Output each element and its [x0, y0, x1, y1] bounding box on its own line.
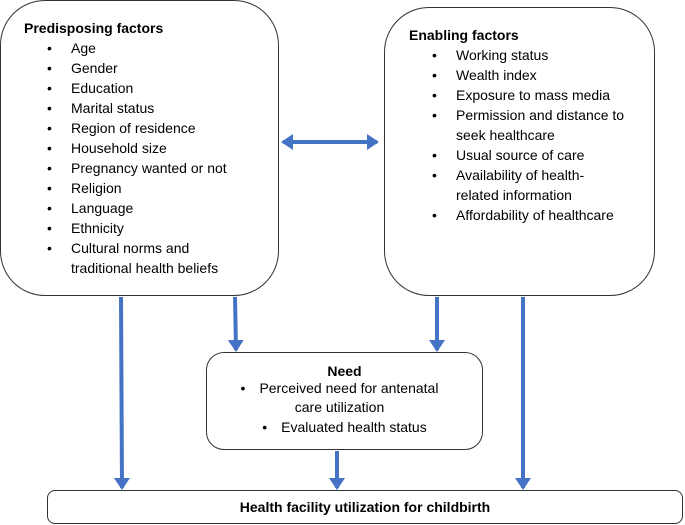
list-item: Gender: [24, 58, 278, 78]
need-title: Need: [327, 363, 362, 379]
outcome-box: Health facility utilization for childbir…: [47, 490, 683, 524]
predisposing-title: Predisposing factors: [24, 20, 164, 36]
arrow-predisposing-to-need: [227, 296, 244, 352]
outcome-title: Health facility utilization for childbir…: [239, 499, 491, 515]
list-item: Evaluated health status: [262, 417, 427, 437]
need-box: Need Perceived need for antenatal care u…: [206, 352, 483, 450]
list-item: Usual source of care: [409, 145, 654, 165]
list-item: Working status: [409, 45, 654, 65]
list-item: Availability of health-related informati…: [409, 165, 606, 205]
list-item: Permission and distance to seek healthca…: [409, 105, 626, 145]
list-item: Language: [24, 198, 278, 218]
arrow-predisposing-to-outcome: [113, 296, 130, 490]
list-item: Region of residence: [24, 118, 278, 138]
list-item: Age: [24, 38, 278, 58]
list-item: Religion: [24, 178, 278, 198]
list-item: Marital status: [24, 98, 278, 118]
list-item: Education: [24, 78, 278, 98]
list-item: Perceived need for antenatal care utiliz…: [235, 379, 445, 417]
list-item: Pregnancy wanted or not: [24, 158, 278, 178]
enabling-list: Working status Wealth index Exposure to …: [409, 45, 654, 225]
enabling-title: Enabling factors: [409, 27, 519, 43]
predisposing-list: Age Gender Education Marital status Regi…: [24, 38, 278, 278]
list-item: Ethnicity: [24, 218, 278, 238]
need-list: Perceived need for antenatal care utiliz…: [207, 379, 482, 437]
list-item: Cultural norms and traditional health be…: [24, 238, 246, 278]
list-item: Exposure to mass media: [409, 85, 654, 105]
list-item: Affordability of healthcare: [409, 205, 654, 225]
enabling-factors-box: Enabling factors Working status Wealth i…: [384, 7, 655, 296]
list-item: Wealth index: [409, 65, 654, 85]
predisposing-factors-box: Predisposing factors Age Gender Educatio…: [0, 0, 279, 296]
list-item: Household size: [24, 138, 278, 158]
